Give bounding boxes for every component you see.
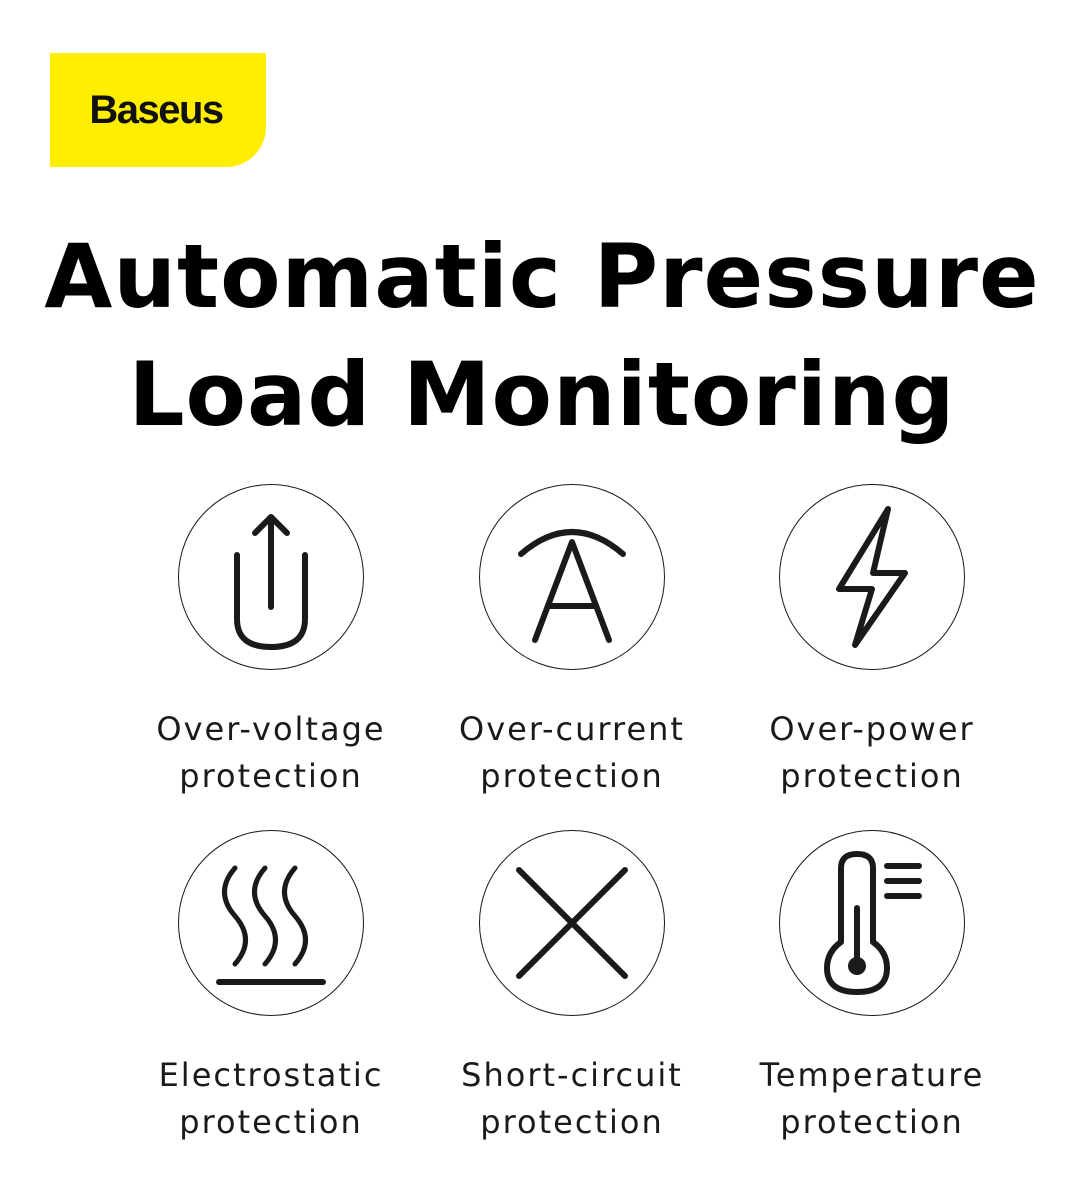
feature-electrostatic: Electrostatic protection xyxy=(121,830,421,1146)
feature-label-line-1: Electrostatic xyxy=(158,1056,384,1094)
feature-label: Over-voltage protection xyxy=(121,706,421,800)
over-voltage-icon xyxy=(234,514,308,650)
feature-short-circuit: Short-circuit protection xyxy=(422,830,722,1146)
feature-label-line-1: Temperature xyxy=(759,1056,985,1094)
feature-label-line-2: protection xyxy=(179,1103,363,1141)
headline-line-2: Load Monitoring xyxy=(128,343,956,446)
feature-label: Short-circuit protection xyxy=(422,1052,722,1146)
headline: Automatic Pressure Load Monitoring xyxy=(0,218,1084,454)
feature-icon-circle xyxy=(779,830,965,1016)
feature-label-line-1: Over-voltage xyxy=(156,710,386,748)
thermometer-icon xyxy=(824,851,922,995)
feature-label: Temperature protection xyxy=(722,1052,1022,1146)
feature-label-line-2: protection xyxy=(780,1103,964,1141)
feature-icon-circle xyxy=(178,484,364,670)
feature-label: Over-current protection xyxy=(422,706,722,800)
ampere-icon xyxy=(518,529,626,643)
feature-label: Over-power protection xyxy=(722,706,1022,800)
feature-label-line-2: protection xyxy=(179,757,363,795)
feature-label: Electrostatic protection xyxy=(121,1052,421,1146)
feature-label-line-1: Short-circuit xyxy=(461,1056,683,1094)
brand-logo: Baseus xyxy=(50,53,266,167)
feature-over-power: Over-power protection xyxy=(722,484,1022,800)
feature-label-line-2: protection xyxy=(480,757,664,795)
headline-line-1: Automatic Pressure xyxy=(44,225,1040,328)
feature-label-line-1: Over-power xyxy=(769,710,975,748)
feature-over-voltage: Over-voltage protection xyxy=(121,484,421,800)
feature-icon-circle xyxy=(479,830,665,1016)
feature-label-line-2: protection xyxy=(480,1103,664,1141)
lightning-bolt-icon xyxy=(836,506,908,648)
feature-icon-circle xyxy=(178,830,364,1016)
feature-temperature: Temperature protection xyxy=(722,830,1022,1146)
feature-over-current: Over-current protection xyxy=(422,484,722,800)
brand-logo-text: Baseus xyxy=(89,87,224,132)
feature-icon-circle xyxy=(479,484,665,670)
cross-icon xyxy=(516,867,628,979)
feature-label-line-2: protection xyxy=(780,757,964,795)
heat-waves-icon xyxy=(216,865,326,985)
feature-label-line-1: Over-current xyxy=(459,710,685,748)
feature-icon-circle xyxy=(779,484,965,670)
